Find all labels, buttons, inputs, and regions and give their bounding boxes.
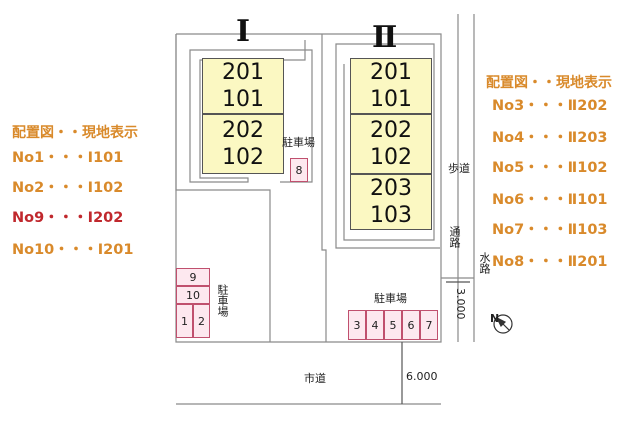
parking-space: 1 [176, 304, 193, 338]
unit-number: 101 [222, 87, 264, 112]
building-1-unit-upper: 201 101 [202, 58, 284, 114]
legend-right-item: No3・・・Ⅱ202 [492, 98, 608, 114]
parking-space: 10 [176, 286, 210, 304]
parking-space: 5 [384, 310, 402, 340]
passage-label: 通路 [448, 226, 461, 248]
parking-space: 3 [348, 310, 366, 340]
building-2-unit-3: 203 103 [350, 174, 432, 230]
legend-left-title: 配置図・・現地表示 [12, 125, 138, 141]
unit-number: 202 [370, 118, 412, 143]
building-1-unit-lower: 202 102 [202, 114, 284, 174]
building-2-label: Ⅱ [372, 20, 398, 55]
sidewalk-label: 歩道 [448, 162, 470, 175]
building-2-unit-1: 201 101 [350, 58, 432, 114]
unit-number: 102 [370, 145, 412, 170]
parking-space: 2 [193, 304, 210, 338]
unit-number: 101 [370, 87, 412, 112]
legend-right-item: No5・・・Ⅱ102 [492, 160, 608, 176]
dimension-side: 3.000 [454, 288, 467, 320]
legend-left-item: No9・・・Ⅰ202 [12, 210, 124, 226]
legend-right-item: No7・・・Ⅱ103 [492, 222, 608, 238]
parking-space: 8 [290, 158, 308, 182]
unit-number: 102 [222, 145, 264, 170]
dimension-road: 6.000 [406, 370, 438, 383]
building-2-unit-2: 202 102 [350, 114, 432, 174]
legend-left-item: No2・・・Ⅰ102 [12, 180, 124, 196]
parking-space: 9 [176, 268, 210, 286]
parking-space: 7 [420, 310, 438, 340]
parking-label-left: 駐車場 [216, 284, 229, 317]
building-1-label: Ⅰ [236, 14, 251, 49]
parking-space: 4 [366, 310, 384, 340]
parking-label-bottom: 駐車場 [374, 292, 407, 305]
parking-label-top: 駐車場 [282, 136, 315, 149]
parking-space: 6 [402, 310, 420, 340]
unit-number: 201 [370, 60, 412, 85]
legend-right-item: No6・・・Ⅱ101 [492, 192, 608, 208]
legend-left-item: No1・・・Ⅰ101 [12, 150, 124, 166]
unit-number: 103 [370, 203, 412, 228]
legend-left-item: No10・・・Ⅰ201 [12, 242, 134, 258]
city-road-label: 市道 [304, 372, 326, 385]
unit-number: 202 [222, 118, 264, 143]
compass-n: N [490, 312, 500, 325]
waterway-label: 水路 [478, 252, 491, 274]
unit-number: 203 [370, 176, 412, 201]
legend-right-item: No4・・・Ⅱ203 [492, 130, 608, 146]
legend-right-title: 配置図・・現地表示 [486, 75, 612, 91]
unit-number: 201 [222, 60, 264, 85]
legend-right-item: No8・・・Ⅱ201 [492, 254, 608, 270]
